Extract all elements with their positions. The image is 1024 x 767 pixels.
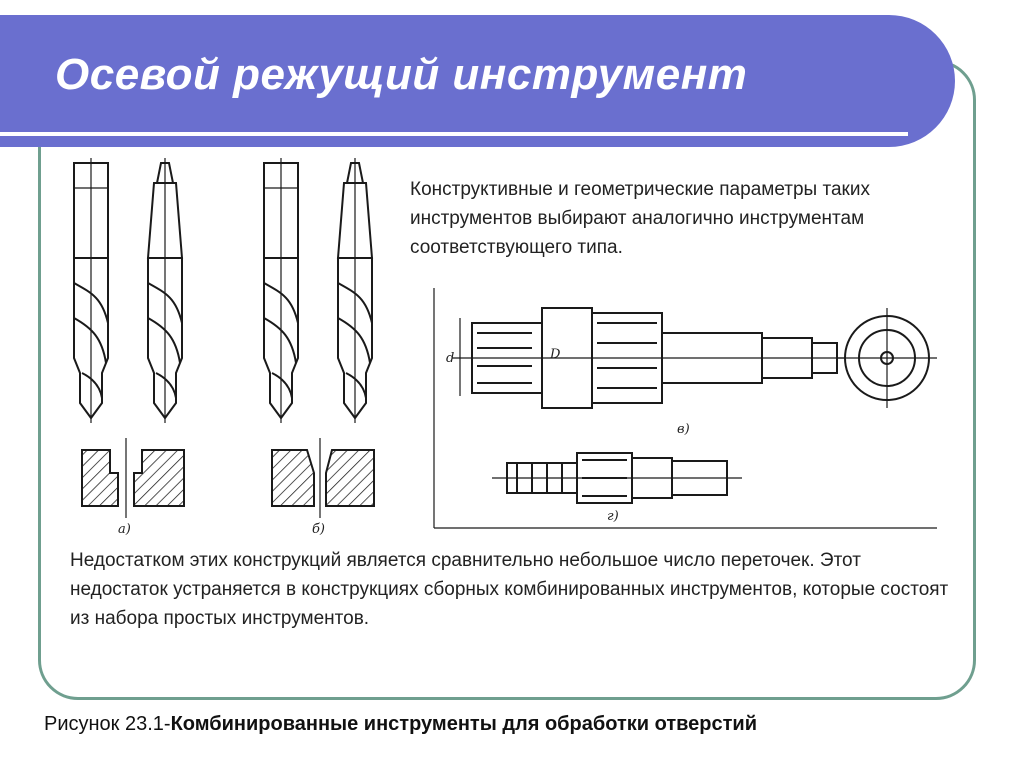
drill-a-taper xyxy=(146,158,184,423)
tool-g xyxy=(492,452,742,504)
assembled-tool-figure: d D в) г) xyxy=(433,288,937,529)
tool-end-view xyxy=(837,308,937,408)
section-a xyxy=(81,438,185,518)
title-underline xyxy=(0,132,908,136)
drill-a-straight xyxy=(73,158,109,423)
title-bar xyxy=(0,15,955,147)
label-b: б) xyxy=(312,522,325,537)
tool-v: D xyxy=(452,307,852,409)
figure-caption: Рисунок 23.1-Комбинированные инструменты… xyxy=(44,713,757,736)
label-g: г) xyxy=(607,509,619,524)
section-b xyxy=(271,438,375,518)
drill-b-straight xyxy=(263,158,299,423)
description-top: Конструктивные и геометрические параметр… xyxy=(410,179,870,258)
drill-b-taper xyxy=(336,158,374,423)
caption-title: Комбинированные инструменты для обработк… xyxy=(170,713,757,735)
drill-figures-left: а) б) xyxy=(73,158,375,537)
label-a: а) xyxy=(118,522,131,537)
label-v: в) xyxy=(677,422,690,437)
dim-d-label: d xyxy=(446,351,454,366)
slide-title: Осевой режущий инструмент xyxy=(55,50,748,99)
dim-D-label: D xyxy=(549,347,561,362)
description-bottom: Недостатком этих конструкций является ср… xyxy=(70,550,949,629)
caption-prefix: Рисунок 23.1- xyxy=(44,713,171,735)
